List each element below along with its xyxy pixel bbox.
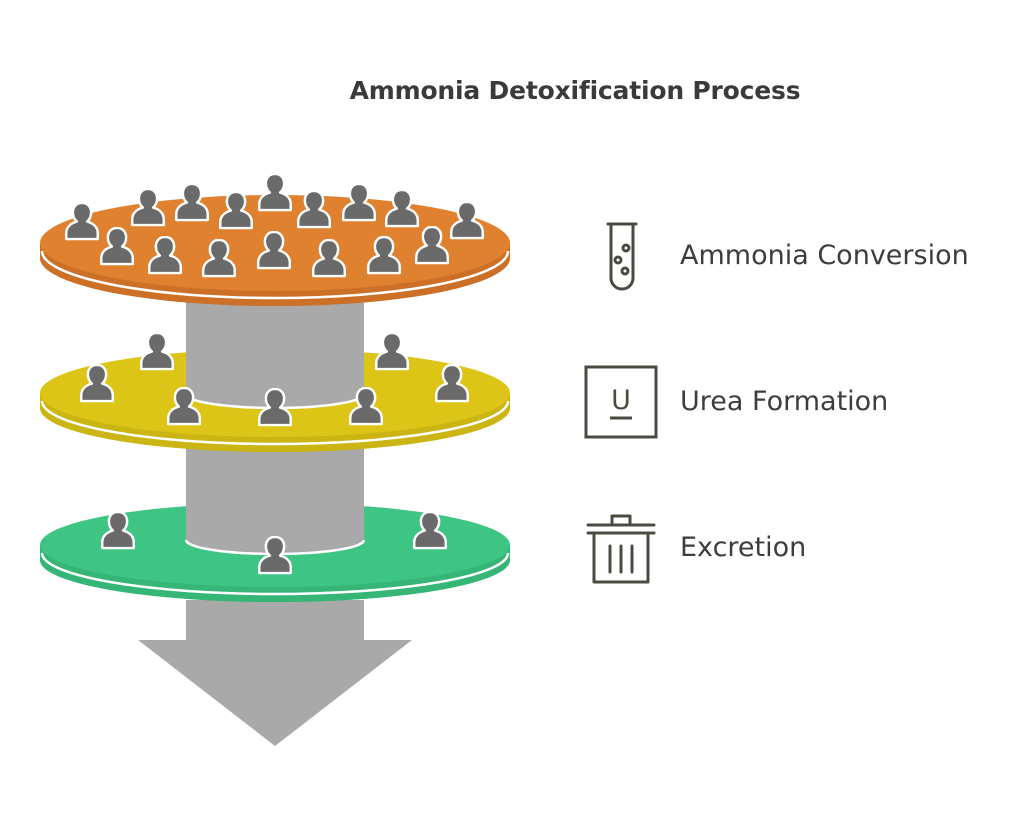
person-icon xyxy=(257,172,293,212)
person-icon xyxy=(139,331,175,371)
test-tube-icon xyxy=(606,222,638,291)
shaft-upper xyxy=(186,295,364,408)
shaft-middle xyxy=(186,445,364,554)
urea-symbol-icon: U xyxy=(584,365,658,439)
stage-label-ammonia-conversion: Ammonia Conversion xyxy=(680,240,969,271)
trash-bin-icon xyxy=(586,514,656,584)
stage-label-urea-formation: Urea Formation xyxy=(680,386,889,417)
urea-symbol-letter: U xyxy=(611,385,631,416)
stage-label-excretion: Excretion xyxy=(680,532,807,563)
person-icon xyxy=(374,331,410,371)
diagram-title: Ammonia Detoxification Process xyxy=(349,76,801,105)
down-arrow xyxy=(138,600,412,746)
